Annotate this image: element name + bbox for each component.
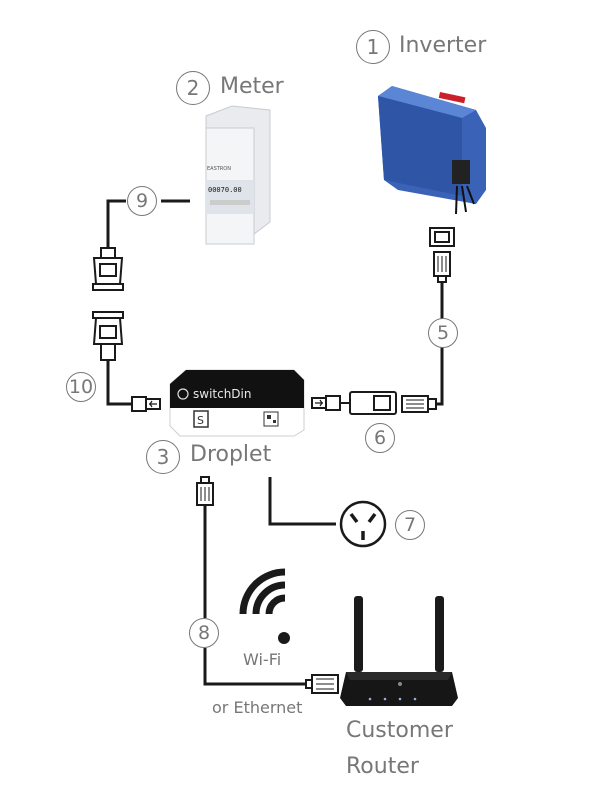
usb-plug-left [131,396,161,412]
cable-router-bottom [203,648,306,686]
cable-power [268,477,336,526]
db9-connector-female [92,247,124,291]
meter-device: EASTRON 00070.00 [205,105,271,245]
router-label-line1: Customer [346,718,453,743]
ethernet-label: or Ethernet [212,698,303,717]
droplet-number: 3 [146,440,180,474]
connection-10-number: 10 [66,372,96,402]
rj45-plug-inverter [433,251,451,283]
router-device [340,596,458,706]
connection-7-number: 7 [395,510,425,540]
droplet-brand-text: switchDin [193,387,252,401]
rj45-plug-adapter [401,395,437,413]
meter-brand-text: EASTRON [207,166,231,172]
rj45-plug-droplet [196,476,214,506]
cable-inverter-lan-lower [436,347,444,406]
db9-connector-male [92,311,124,361]
meter-display-text: 00070.00 [208,186,242,194]
cable-meter-db9 [106,199,126,248]
wifi-icon [239,568,290,644]
inverter-number: 1 [356,30,390,64]
power-outlet-icon [339,500,387,548]
rj45-plug-router [305,674,339,694]
connection-8-number: 8 [189,618,219,648]
meter-label: Meter [220,74,284,99]
usb-plug-right [311,395,341,411]
droplet-label: Droplet [190,442,272,467]
inverter-device [378,86,486,215]
connection-9-number: 9 [127,186,157,216]
router-label-line2: Router [346,754,419,779]
cable-db9-usb [106,360,132,406]
rj45-port-inverter [429,227,455,247]
connection-6-number: 6 [365,423,395,453]
connection-5-number: 5 [428,318,458,348]
inverter-label: Inverter [399,33,487,58]
droplet-device: S switchDin [169,369,305,437]
wifi-label: Wi-Fi [243,650,282,669]
cables [106,199,444,686]
svg-text:S: S [197,414,204,427]
usb-ethernet-adapter [340,391,397,415]
meter-number: 2 [176,71,210,105]
